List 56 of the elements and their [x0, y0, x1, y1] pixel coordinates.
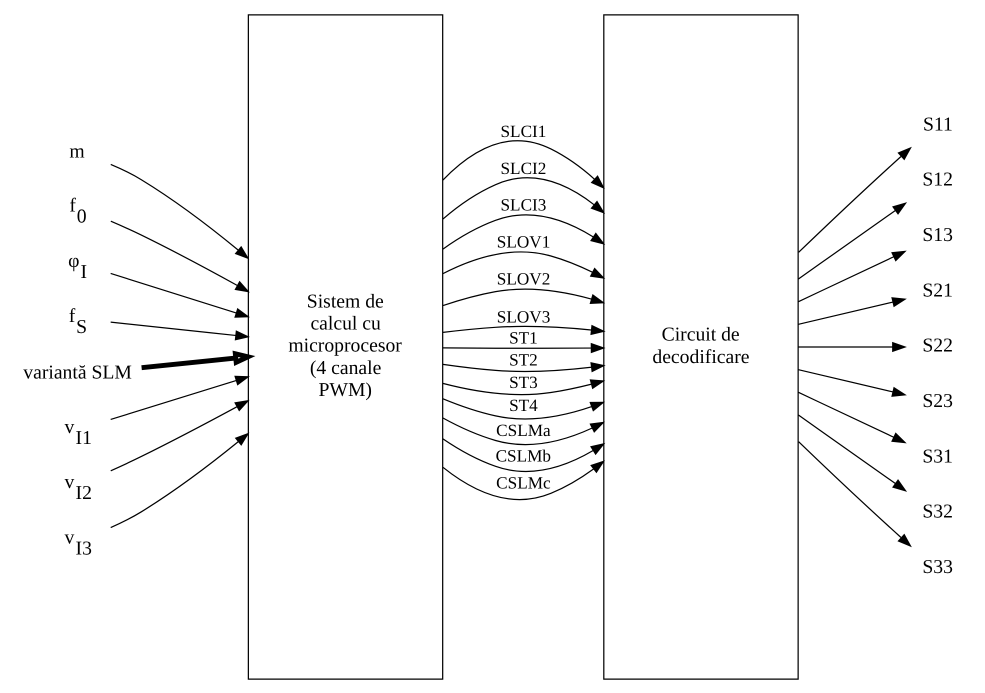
edge-label: ST4 — [509, 396, 538, 415]
edge-label: SLCI2 — [500, 158, 546, 178]
arrow — [442, 362, 606, 372]
edge-label: SLOV1 — [496, 232, 550, 252]
arrow — [442, 214, 606, 250]
arrow — [110, 399, 250, 471]
arrow — [798, 368, 907, 396]
edge-label: CSLMc — [496, 473, 551, 492]
arrow — [442, 438, 606, 472]
arrow — [110, 375, 250, 420]
arrow — [798, 440, 912, 547]
arrow — [442, 378, 606, 395]
node-text: S32 — [922, 500, 953, 522]
node-box: Sistem de calcul cu microprocesor (4 canale PWM) — [248, 14, 444, 680]
node-text: S12 — [922, 168, 953, 190]
node-box: Circuit de decodificare — [603, 14, 799, 680]
arrow — [442, 140, 605, 189]
arrow — [110, 321, 250, 340]
edge-label: SLOV3 — [496, 307, 550, 326]
arrow — [442, 176, 606, 220]
arrow — [442, 398, 606, 420]
edge-label: CSLMa — [496, 420, 551, 440]
edge-label: ST2 — [509, 350, 538, 370]
node-text: S22 — [922, 334, 953, 356]
edge-label: SLCI3 — [500, 195, 546, 214]
arrow — [442, 250, 606, 278]
arrow — [798, 414, 908, 492]
edge-label: SLCI1 — [500, 121, 546, 140]
edge-label: ST1 — [509, 328, 538, 348]
node-text: S11 — [922, 112, 953, 135]
arrow — [442, 288, 606, 306]
arrow — [798, 250, 907, 302]
arrow — [110, 272, 250, 318]
arrow — [110, 432, 250, 528]
edge-label: SLOV2 — [496, 269, 550, 288]
node-text: variantă SLM — [23, 361, 132, 384]
node-text: S13 — [922, 223, 953, 246]
node-text: S31 — [922, 444, 953, 467]
arrow — [798, 146, 912, 252]
node-text: S21 — [922, 278, 953, 301]
arrow — [442, 416, 606, 445]
node-text: S33 — [922, 556, 953, 578]
arrow — [442, 324, 606, 335]
arrow — [798, 296, 907, 324]
node-text: m — [69, 140, 85, 162]
edge-label: ST3 — [509, 372, 538, 392]
arrow — [141, 350, 256, 370]
arrow — [442, 342, 606, 353]
arrow — [798, 202, 908, 279]
arrow — [798, 341, 907, 352]
arrow — [110, 163, 250, 259]
edge-label: CSLMb — [496, 446, 552, 466]
arrow — [798, 391, 907, 443]
node-text: S23 — [922, 390, 953, 412]
arrow — [110, 220, 250, 292]
arrow — [442, 460, 606, 500]
